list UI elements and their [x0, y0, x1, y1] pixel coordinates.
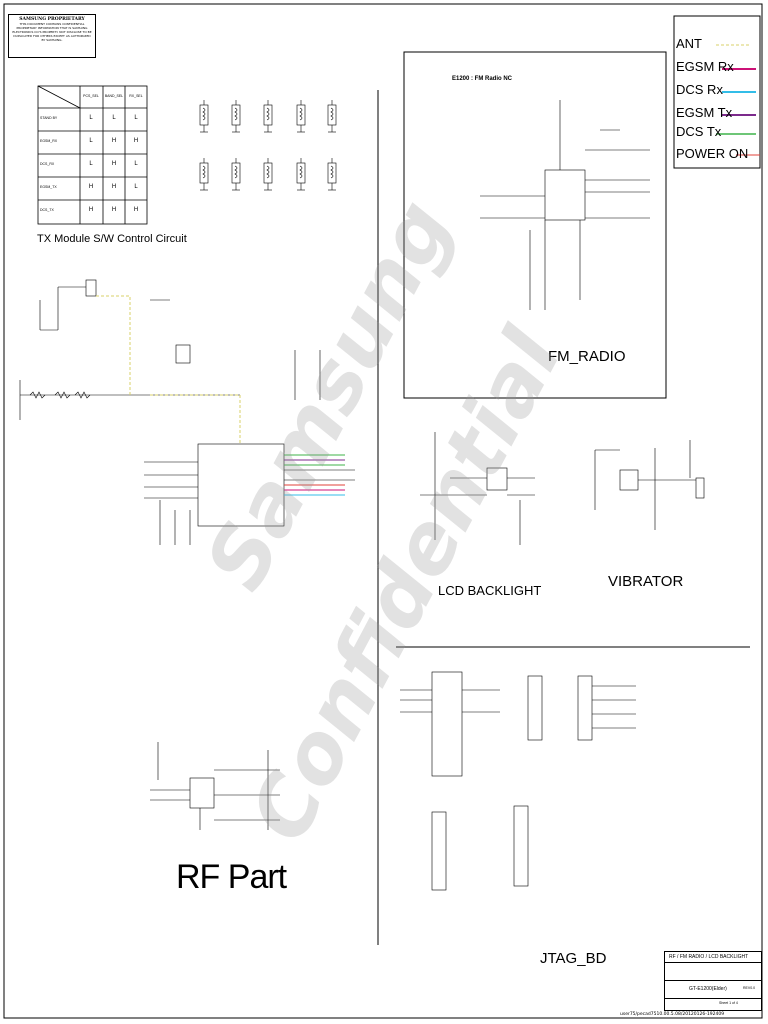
- switch-table-mode: STAND BY: [40, 116, 58, 120]
- switch-table-cell: H: [111, 161, 117, 167]
- switch-table-header: BAND_SEL: [104, 94, 124, 98]
- switch-table-cell: H: [111, 207, 117, 213]
- switch-table-mode: DCS_TX: [40, 208, 54, 212]
- proprietary-notice: SAMSUNG PROPRIETARY THIS DOCUMENT CONTAI…: [8, 14, 96, 58]
- ant-trace-2: [150, 394, 241, 444]
- fm-circuit: [480, 100, 650, 310]
- connector-blocks: [400, 671, 636, 891]
- switch-table-mode: DCS_RX: [40, 162, 55, 166]
- legend-ant: ANT: [676, 36, 702, 51]
- switch-table-cell: H: [88, 184, 94, 190]
- vibrator-circuit: [594, 440, 705, 530]
- lcd-backlight-circuit: [420, 432, 535, 545]
- switch-table-mode: EGSM_TX: [40, 185, 57, 189]
- legend-power-on: POWER ON: [676, 146, 749, 161]
- switch-table-cell: H: [111, 184, 117, 190]
- proprietary-text: THIS DOCUMENT CONTAINS CONFIDENTIAL PROP…: [12, 22, 92, 42]
- title-block-title: RF / FM RADIO / LCD BACKLIGHT: [669, 954, 749, 960]
- rf-part-circuit: [150, 742, 280, 830]
- proprietary-title: SAMSUNG PROPRIETARY: [19, 17, 85, 22]
- footer-path: user75/pecad7510.00.5.08/20120126-192409: [620, 1012, 725, 1017]
- legend-dcs-rx: DCS Rx: [676, 82, 723, 97]
- ant-trace: [96, 295, 131, 395]
- switch-array: [199, 100, 337, 191]
- fm-box-title: E1200 : FM Radio NC: [452, 76, 513, 82]
- rf-part-title: RF Part: [176, 858, 287, 896]
- switch-table-cell: L: [89, 115, 93, 121]
- switch-table-cell: L: [134, 115, 138, 121]
- switch-table-cell: L: [134, 161, 138, 167]
- switch-table-cell: H: [133, 138, 139, 144]
- switch-table-cell: L: [134, 184, 138, 190]
- switch-table-cell: L: [89, 138, 93, 144]
- switch-table-grid: [37, 85, 148, 225]
- fm-radio-box: [403, 51, 667, 399]
- title-block-model: GT-E1200(Elder): [689, 986, 727, 992]
- switch-table-header: PCS_SEL: [83, 94, 99, 98]
- switch-table-header: RX_SEL: [129, 94, 143, 98]
- vibrator-title: VIBRATOR: [608, 573, 684, 590]
- switch-table-cell: L: [89, 161, 93, 167]
- legend-egsm-tx: EGSM Tx: [676, 105, 733, 120]
- title-block-sheet: Sheet 1 of 4: [719, 1001, 738, 1005]
- switch-table-cell: L: [112, 115, 116, 121]
- switch-table-cell: H: [111, 138, 117, 144]
- title-block: RF / FM RADIO / LCD BACKLIGHT GT-E1200(E…: [664, 951, 762, 1011]
- lcd-backlight-title: LCD BACKLIGHT: [438, 583, 542, 598]
- switch-table-cell: H: [133, 207, 139, 213]
- legend-dcs-tx: DCS Tx: [676, 124, 722, 139]
- switch-table-cell: H: [88, 207, 94, 213]
- fm-radio-title: FM_RADIO: [548, 348, 626, 365]
- switch-table-mode: EGSM_RX: [40, 139, 58, 143]
- sheet-border: [3, 3, 763, 1019]
- jtag-bd-title: JTAG_BD: [540, 950, 607, 967]
- title-block-rev: REV0.0: [743, 986, 756, 990]
- legend-egsm-rx: EGSM Rx: [676, 59, 734, 74]
- tx-module-title: TX Module S/W Control Circuit: [37, 233, 187, 245]
